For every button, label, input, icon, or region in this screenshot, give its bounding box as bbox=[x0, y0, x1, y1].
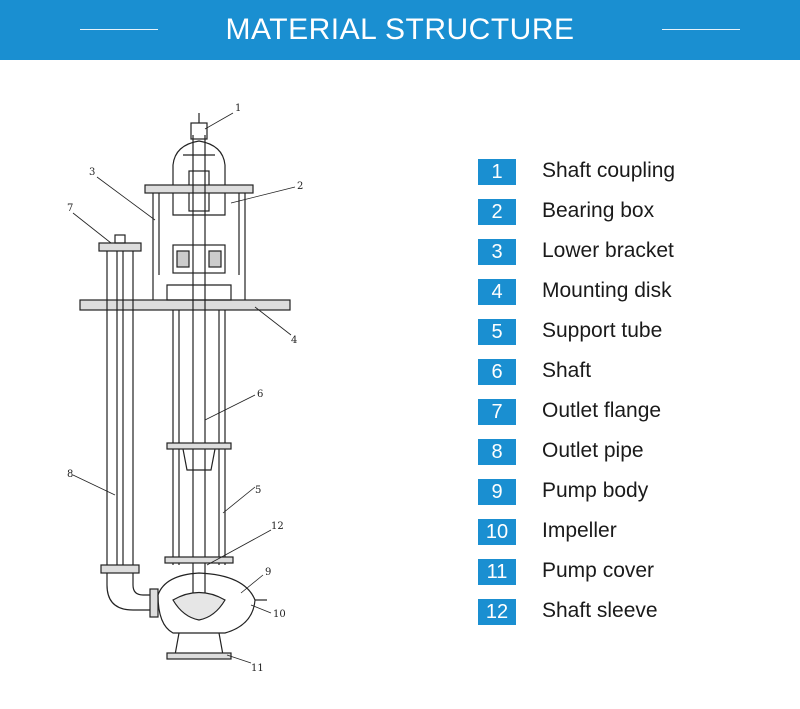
legend-label: Pump cover bbox=[542, 559, 655, 582]
callout-5: 5 bbox=[255, 485, 261, 496]
callout-2: 2 bbox=[297, 181, 303, 192]
legend-label: Lower bracket bbox=[542, 239, 674, 262]
pump-cross-section-drawing: 1 2 3 4 5 6 7 8 9 10 11 12 bbox=[67, 103, 303, 674]
legend-item: 12 Shaft sleeve bbox=[478, 596, 778, 625]
legend-label: Mounting disk bbox=[542, 279, 672, 302]
legend-item: 3 Lower bracket bbox=[478, 236, 778, 265]
legend-label: Outlet flange bbox=[542, 399, 662, 422]
legend-item: 6 Shaft bbox=[478, 356, 778, 385]
header-divider-left bbox=[80, 29, 158, 30]
legend-item: 9 Pump body bbox=[478, 476, 778, 505]
legend-number: 2 bbox=[478, 199, 516, 225]
legend-label: Shaft bbox=[542, 359, 592, 382]
legend-number: 9 bbox=[478, 479, 516, 505]
callout-3: 3 bbox=[89, 167, 95, 178]
callout-8: 8 bbox=[67, 469, 73, 480]
legend-label: Support tube bbox=[542, 319, 663, 342]
legend-item: 4 Mounting disk bbox=[478, 276, 778, 305]
legend-number: 7 bbox=[478, 399, 516, 425]
callout-1: 1 bbox=[235, 103, 241, 114]
header-divider-right bbox=[662, 29, 740, 30]
legend-number: 6 bbox=[478, 359, 516, 385]
header-banner bbox=[0, 0, 800, 60]
legend-label: Shaft sleeve bbox=[542, 599, 658, 622]
legend-label: Shaft coupling bbox=[542, 159, 676, 182]
callout-10: 10 bbox=[273, 609, 286, 620]
legend-number: 4 bbox=[478, 279, 516, 305]
callout-6: 6 bbox=[257, 389, 263, 400]
legend-label: Pump body bbox=[542, 479, 649, 502]
legend-item: 2 Bearing box bbox=[478, 196, 778, 225]
callout-11: 11 bbox=[251, 663, 264, 674]
callout-9: 9 bbox=[265, 567, 271, 578]
legend-label: Bearing box bbox=[542, 199, 655, 222]
legend-item: 8 Outlet pipe bbox=[478, 436, 778, 465]
legend-item: 7 Outlet flange bbox=[478, 396, 778, 425]
legend-number: 8 bbox=[478, 439, 516, 465]
legend-number: 5 bbox=[478, 319, 516, 345]
legend-number: 10 bbox=[478, 519, 516, 545]
callout-7: 7 bbox=[67, 203, 73, 214]
legend-item: 5 Support tube bbox=[478, 316, 778, 345]
page-title: MATERIAL STRUCTURE bbox=[225, 13, 575, 46]
legend-item: 11 Pump cover bbox=[478, 556, 778, 585]
legend-number: 1 bbox=[478, 159, 516, 185]
legend-label: Outlet pipe bbox=[542, 439, 644, 462]
callout-12: 12 bbox=[271, 521, 284, 532]
legend-number: 11 bbox=[478, 559, 516, 585]
legend-number: 3 bbox=[478, 239, 516, 265]
legend-label: Impeller bbox=[542, 519, 617, 542]
callout-4: 4 bbox=[291, 335, 297, 346]
legend-number: 12 bbox=[478, 599, 516, 625]
callout-numbers: 1 2 3 4 5 6 7 8 9 10 11 12 bbox=[67, 103, 303, 674]
legend-item: 1 Shaft coupling bbox=[478, 156, 778, 185]
legend-item: 10 Impeller bbox=[478, 516, 778, 545]
